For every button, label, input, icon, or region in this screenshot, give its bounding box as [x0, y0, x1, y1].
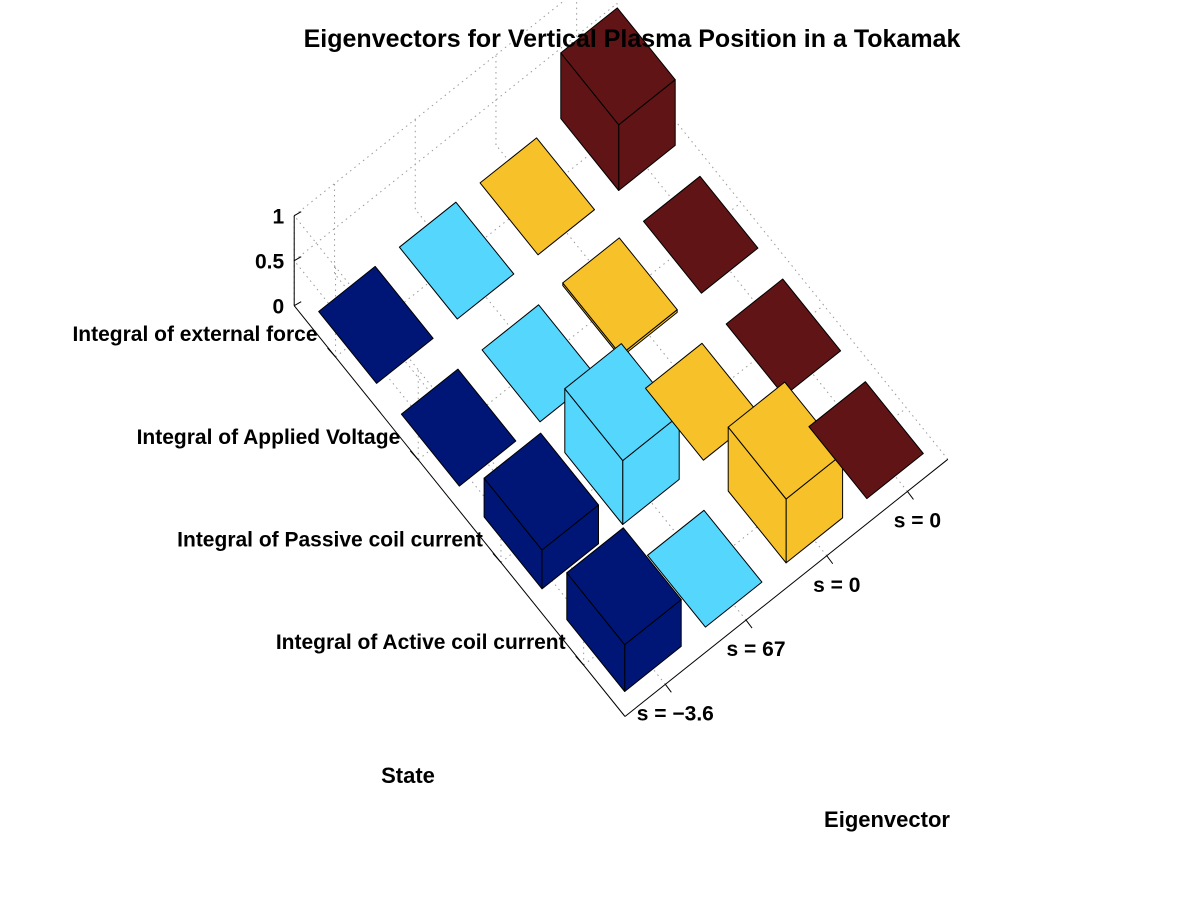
- x-tick-label: s = 67: [727, 638, 786, 661]
- y-axis-label: State: [381, 763, 435, 788]
- x-tick: [745, 619, 753, 629]
- x-tick: [907, 491, 914, 500]
- bar-top-face: [318, 265, 434, 384]
- bar: [727, 381, 844, 564]
- bar-top-face: [483, 432, 599, 551]
- x-tick-label: s = 0: [894, 509, 941, 532]
- bar: [647, 509, 763, 628]
- y-tick-label: Integral of external force: [72, 323, 317, 346]
- y-tick-label: Integral of Active coil current: [276, 631, 566, 654]
- z-tick: [293, 256, 302, 262]
- bar-top-face: [647, 509, 763, 628]
- bar: [562, 237, 678, 358]
- bar: [560, 7, 676, 191]
- bar-top-face: [560, 7, 676, 126]
- bar-top-face: [564, 343, 680, 462]
- bar-top-face: [643, 175, 759, 294]
- y-tick: [327, 347, 336, 358]
- bar-top-face: [566, 527, 682, 646]
- bar: [643, 175, 759, 294]
- z-tick: [293, 211, 302, 217]
- bar-top-face: [398, 201, 515, 320]
- chart-title: Eigenvectors for Vertical Plasma Positio…: [304, 25, 961, 53]
- bar: [808, 381, 924, 500]
- z-tick-label: 1: [273, 206, 285, 229]
- x-axis-label: Eigenvector: [824, 807, 950, 832]
- bars-layer: [318, 7, 924, 692]
- y-tick: [409, 450, 419, 461]
- bar-top-face: [727, 381, 844, 500]
- y-axis-line: [293, 305, 626, 717]
- z-tick-label: 0.5: [255, 251, 285, 274]
- z-tick-label: 0: [273, 296, 285, 319]
- y-tick: [492, 553, 502, 563]
- axes-layer: [293, 211, 949, 717]
- x-tick-label: s = −3.6: [637, 702, 714, 725]
- bar: [566, 527, 682, 692]
- y-tick-label: Integral of Passive coil current: [177, 528, 483, 551]
- ticks-layer: s = −3.6 s = 67 s = 0 s = 0 Integral of Acti…: [72, 206, 941, 726]
- bar: [564, 343, 680, 525]
- bar: [725, 278, 842, 397]
- x-tick: [826, 555, 834, 565]
- y-tick: [575, 655, 585, 666]
- x-axis-line: [624, 458, 949, 717]
- bar: [483, 432, 599, 590]
- bar: [398, 201, 515, 320]
- bar: [479, 137, 595, 256]
- y-tick-label: Integral of Applied Voltage: [137, 426, 401, 449]
- bar-top-face: [400, 368, 517, 487]
- bar-top-face: [725, 278, 842, 397]
- x-tick: [664, 684, 672, 693]
- bar-top-face: [562, 237, 678, 356]
- z-tick: [293, 301, 302, 307]
- bar: [400, 368, 517, 487]
- bar: [318, 265, 434, 384]
- bar-top-face: [479, 137, 595, 256]
- bar-top-face: [808, 381, 924, 500]
- x-tick-label: s = 0: [813, 574, 860, 597]
